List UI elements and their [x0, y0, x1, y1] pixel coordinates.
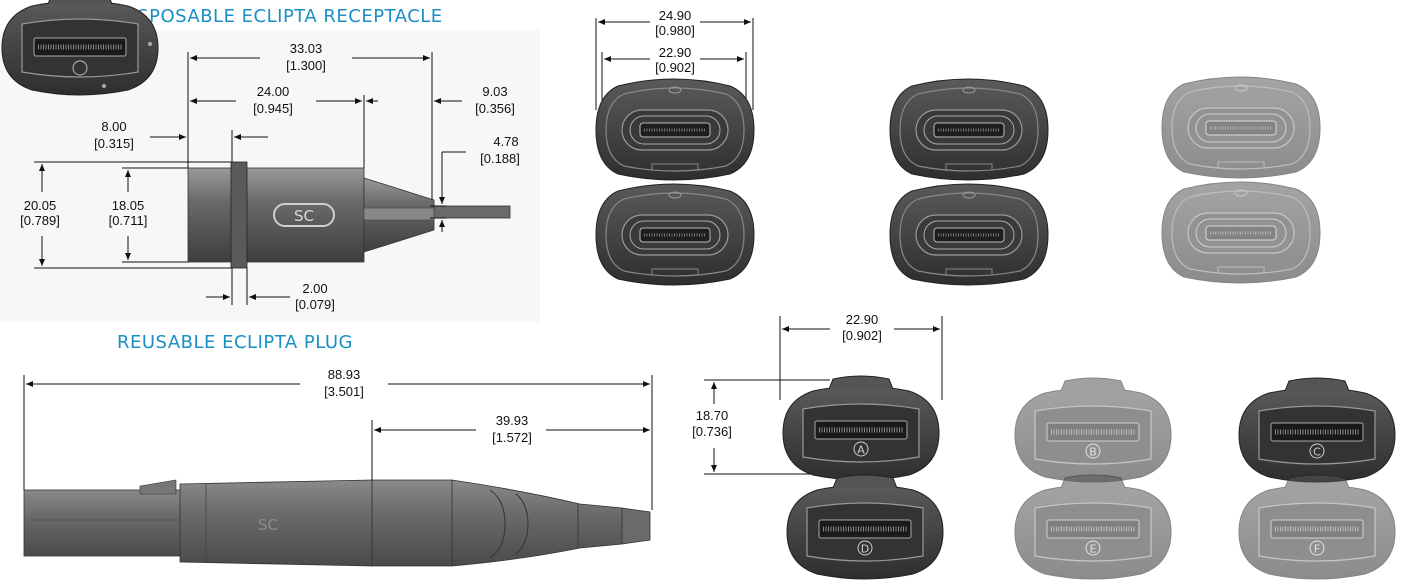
dim-flange-pos-in: [0.315]: [94, 136, 134, 151]
dim-tail-h-in: [0.188]: [480, 151, 520, 166]
receptacle-logo: SC: [294, 207, 314, 225]
dim-flange-w-in: [0.079]: [295, 297, 335, 312]
dim-outer-h-mm: 20.05: [24, 198, 57, 213]
dim-flange-w-mm: 2.00: [302, 281, 327, 296]
plug-face-h-mm: 18.70: [696, 408, 729, 423]
plug-face: [1, 0, 159, 96]
dim-overall-in: [1.300]: [286, 58, 326, 73]
receptacle-title: DISPOSABLE ECLIPTA RECEPTACLE: [117, 6, 443, 27]
plug-key-e: E: [1090, 543, 1097, 556]
plug-key-c: C: [1313, 446, 1321, 459]
plug-grip-mm: 39.93: [496, 413, 529, 428]
dim-tail-h-mm: 4.78: [493, 134, 518, 149]
plug-key-f: F: [1314, 543, 1320, 556]
face-inner-w-mm: 22.90: [659, 45, 692, 60]
plug-key-d: D: [861, 543, 869, 556]
dim-overall-mm: 33.03: [290, 41, 323, 56]
sc-logo-outline: [273, 203, 335, 227]
dim-body-in: [0.945]: [253, 101, 293, 116]
dim-tail-in: [0.356]: [475, 101, 515, 116]
plug-key-a: A: [857, 444, 865, 457]
plug-face-e: E: [1014, 474, 1172, 580]
plug-face-d: D: [786, 474, 944, 580]
receptacle-slot: [363, 207, 435, 221]
plug-face-c: C: [1238, 377, 1396, 483]
dim-flange-pos-mm: 8.00: [101, 119, 126, 134]
plug-nose: [23, 489, 185, 557]
dim-tail-mm: 9.03: [482, 84, 507, 99]
plug-overall-mm: 88.93: [328, 367, 361, 382]
face-outer-w-in: [0.980]: [655, 23, 695, 38]
receptacle-dimensions: 33.03 [1.300] 24.00 [0.945] 9.03 [0.356]…: [20, 41, 520, 312]
receptacle-face: [595, 78, 755, 181]
plug-overall-in: [3.501]: [324, 384, 364, 399]
face-outer-w-mm: 24.90: [659, 8, 692, 23]
receptacle-face-dimensions: 24.90 [0.980] 22.90 [0.902]: [595, 8, 754, 110]
plug-tip: [621, 507, 651, 545]
plug-title: REUSABLE ECLIPTA PLUG: [117, 332, 353, 353]
plug-side-view: SC: [23, 479, 651, 567]
plug-face-f: F: [1238, 474, 1396, 580]
plug-face-h-in: [0.736]: [692, 424, 732, 439]
plug-face-a: A: [782, 375, 940, 481]
dim-inner-h-in: [0.711]: [109, 213, 148, 228]
dim-outer-h-in: [0.789]: [20, 213, 60, 228]
plug-dimensions: 88.93 [3.501] 39.93 [1.572]: [23, 367, 653, 510]
plug-face-w-in: [0.902]: [842, 328, 882, 343]
face-inner-w-in: [0.902]: [655, 60, 695, 75]
plug-grip-in: [1.572]: [492, 430, 532, 445]
plug-logo: SC: [258, 516, 278, 534]
receptacle-flange: [230, 161, 248, 269]
dim-inner-h-mm: 18.05: [112, 198, 145, 213]
receptacle-side-view: SC: [187, 161, 511, 269]
plug-face-w-mm: 22.90: [846, 312, 879, 327]
plug-face-dimensions: 22.90 [0.902] 18.70 [0.736]: [692, 312, 943, 475]
dim-body-mm: 24.00: [257, 84, 290, 99]
plug-key-b: B: [1089, 446, 1097, 459]
plug-face-b: B: [1014, 377, 1172, 483]
